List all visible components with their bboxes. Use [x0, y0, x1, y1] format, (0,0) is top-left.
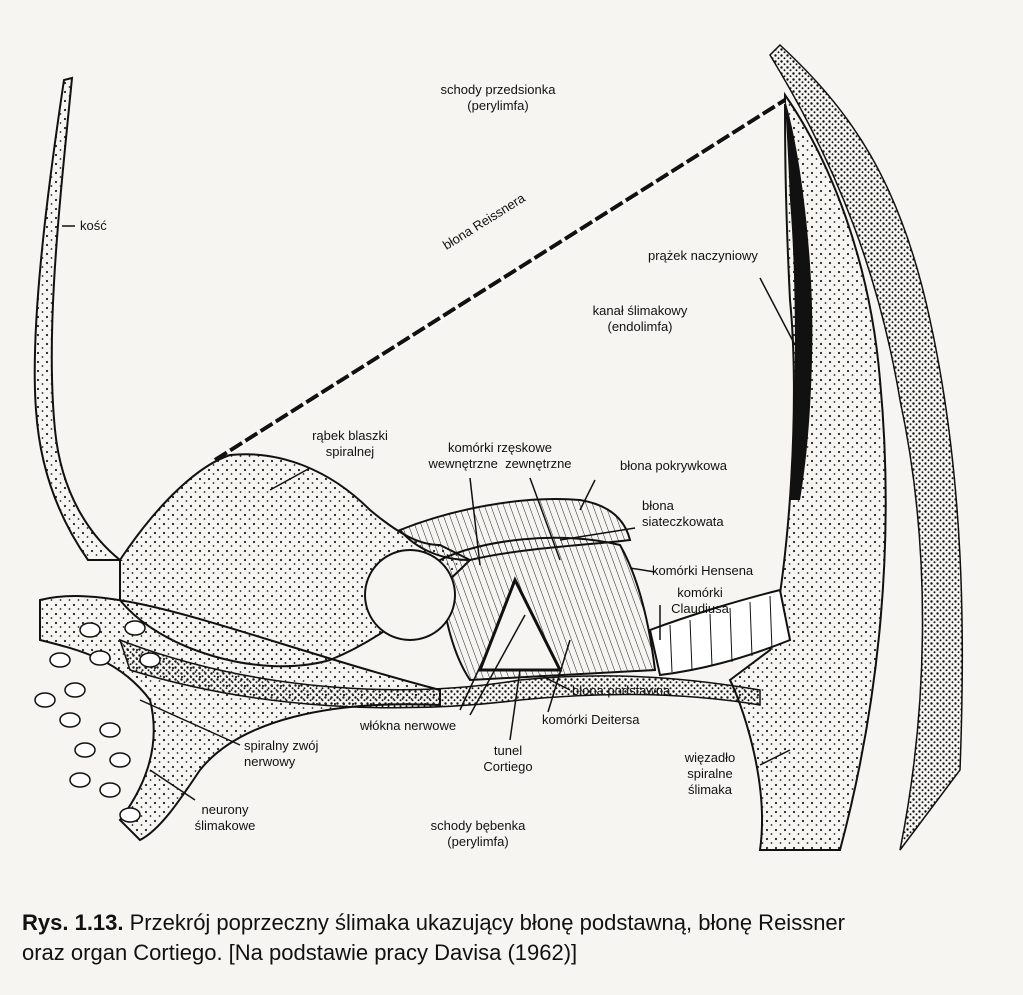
label-cochlear-duct: kanał ślimakowy(endolimfa) — [580, 303, 700, 335]
label-tectorial-membrane: błona pokrywkowa — [620, 458, 727, 474]
label-hensen-cells: komórki Hensena — [652, 563, 753, 579]
label-outer: zewnętrzne — [505, 456, 571, 471]
label-deiters-cells: komórki Deitersa — [542, 712, 640, 728]
caption-line2: oraz organ Cortiego. [Na podstawie pracy… — [22, 938, 1012, 968]
label-hair-cells: komórki rzęskowe wewnętrzne zewnętrzne — [415, 440, 585, 472]
label-inner: wewnętrzne — [428, 456, 497, 471]
caption-line1: Przekrój poprzeczny ślimaka ukazujący bł… — [124, 910, 845, 935]
label-bone: kość — [80, 218, 107, 234]
inner-sulcus — [365, 550, 455, 640]
label-scala-vestibuli: schody przedsionka(perylimfa) — [423, 82, 573, 114]
figure-caption: Rys. 1.13. Przekrój poprzeczny ślimaka u… — [22, 908, 1012, 968]
reissner-membrane — [215, 100, 785, 460]
label-nerve-fibers: włókna nerwowe — [360, 718, 456, 734]
caption-number: Rys. 1.13. — [22, 910, 124, 935]
bone-wall-left — [35, 78, 120, 560]
label-scala-tympani: schody bębenka(perylimfa) — [418, 818, 538, 850]
label-basilar-membrane: błona podstawna — [572, 683, 670, 699]
label-stria-vascularis: prążek naczyniowy — [648, 248, 758, 264]
